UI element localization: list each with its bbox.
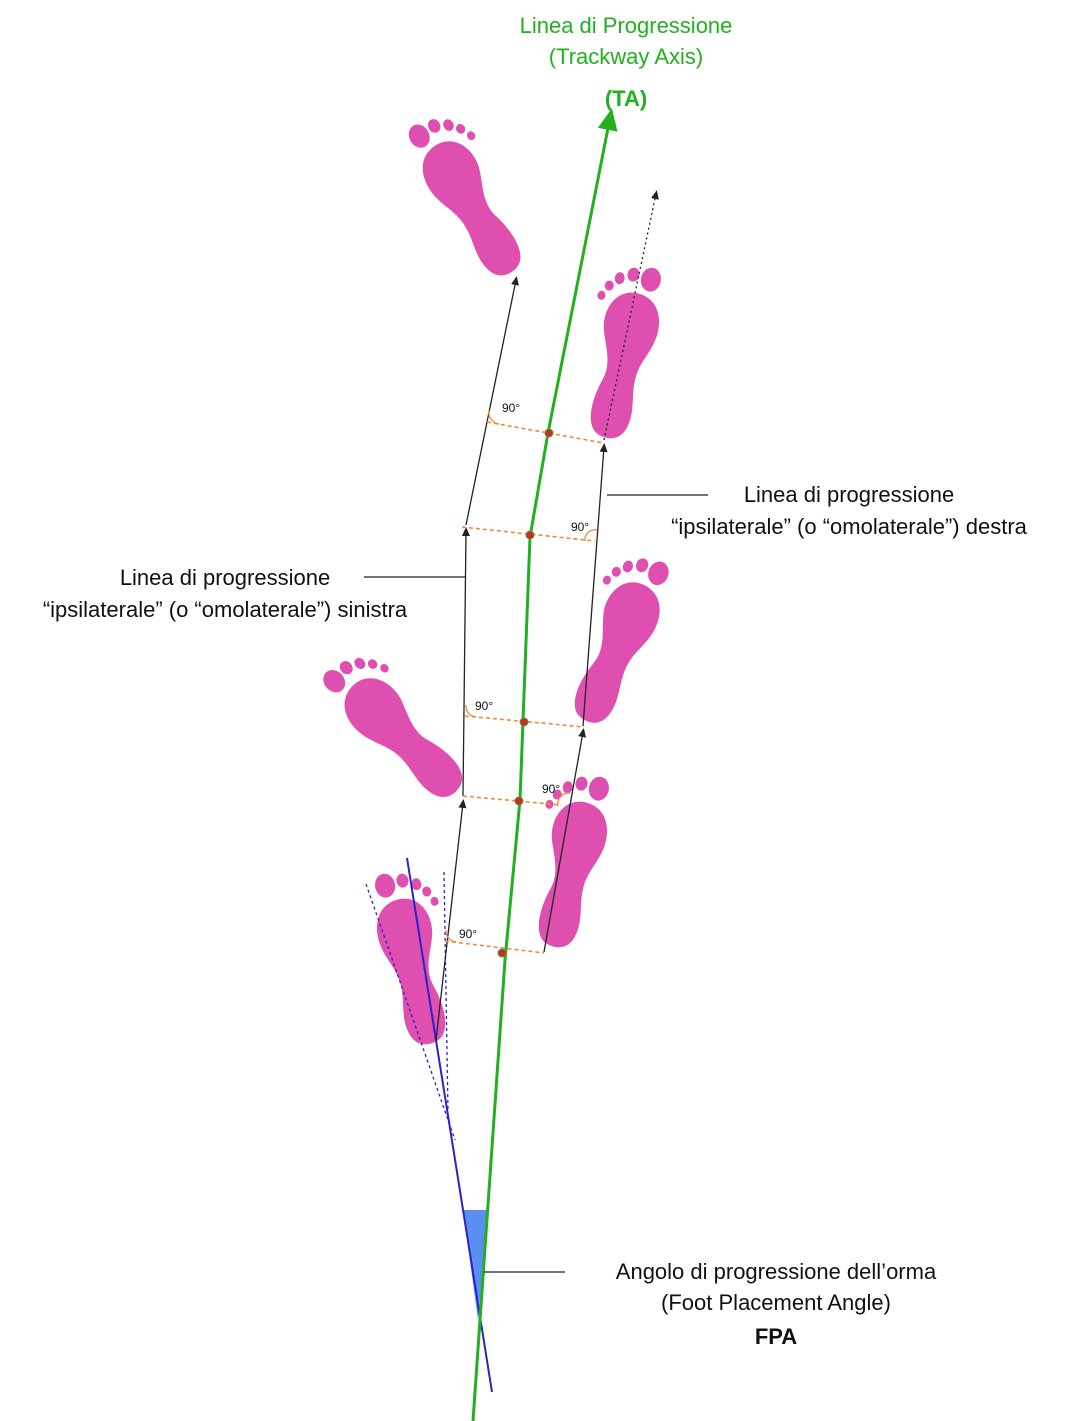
left-progression-label-line2: “ipsilaterale” (o “omolaterale”) sinistr…: [43, 597, 408, 622]
right-progression-seg-1: [543, 728, 587, 953]
progression-lines: [435, 190, 659, 1041]
intersection-dot-1: [497, 948, 507, 958]
foot-axis-line: [406, 857, 493, 1393]
right-angle-arc-2: [557, 792, 571, 807]
left-progression-label-line1: Linea di progressione: [120, 565, 330, 590]
trackway-axis-title: Linea di Progressione: [520, 13, 733, 38]
fpa-label-abbr: FPA: [755, 1324, 797, 1349]
intersection-dot-3: [519, 717, 529, 727]
footprint-right-1: [521, 768, 617, 953]
fpa-angle-wedge: [463, 1210, 488, 1320]
intersection-points: [497, 428, 554, 958]
left-progression-seg-1: [435, 799, 467, 1041]
footprint-left-2: [314, 638, 481, 814]
left-progression-seg-3: [465, 276, 519, 526]
trackway-axis-abbr: (TA): [605, 86, 647, 111]
angle-label-4: 90°: [571, 520, 589, 534]
angle-label-1: 90°: [459, 927, 477, 941]
foot-tangent-right: [443, 871, 449, 1113]
right-angle-arc-4: [584, 529, 598, 542]
intersection-dot-4: [525, 530, 535, 540]
leader-lines: [364, 494, 708, 1273]
perpendicular-2: [462, 795, 562, 806]
right-angle-marks: [445, 409, 598, 943]
angle-label-2: 90°: [542, 782, 560, 796]
perpendicular-1: [444, 940, 545, 954]
trackway-axis-line: [471, 108, 618, 1421]
left-progression-seg-2: [461, 527, 470, 797]
footprint-right-3: [573, 259, 669, 444]
fpa-label-line2: (Foot Placement Angle): [661, 1290, 891, 1315]
right-angle-arc-5: [488, 409, 500, 425]
right-progression-label-line2: “ipsilaterale” (o “omolaterale”) destra: [671, 514, 1028, 539]
angle-label-5: 90°: [502, 401, 520, 415]
right-progression-label-line1: Linea di progressione: [744, 482, 954, 507]
intersection-dot-2: [514, 796, 524, 806]
right-progression-seg-2: [582, 443, 608, 727]
right-angle-arc-1: [445, 929, 457, 943]
angle-label-3: 90°: [475, 699, 493, 713]
fpa-construction: [365, 857, 493, 1393]
right-angle-arc-3: [465, 704, 477, 718]
trackway-axis-subtitle: (Trackway Axis): [549, 44, 703, 69]
footprints: [314, 102, 678, 1050]
footprint-left-3: [399, 102, 541, 288]
footprint-right-2: [555, 544, 678, 733]
intersection-dot-5: [544, 428, 554, 438]
footprint-left-1: [367, 865, 463, 1050]
fpa-label-line1: Angolo di progressione dell’orma: [616, 1259, 937, 1284]
right-progression-seg-3: [603, 190, 659, 441]
